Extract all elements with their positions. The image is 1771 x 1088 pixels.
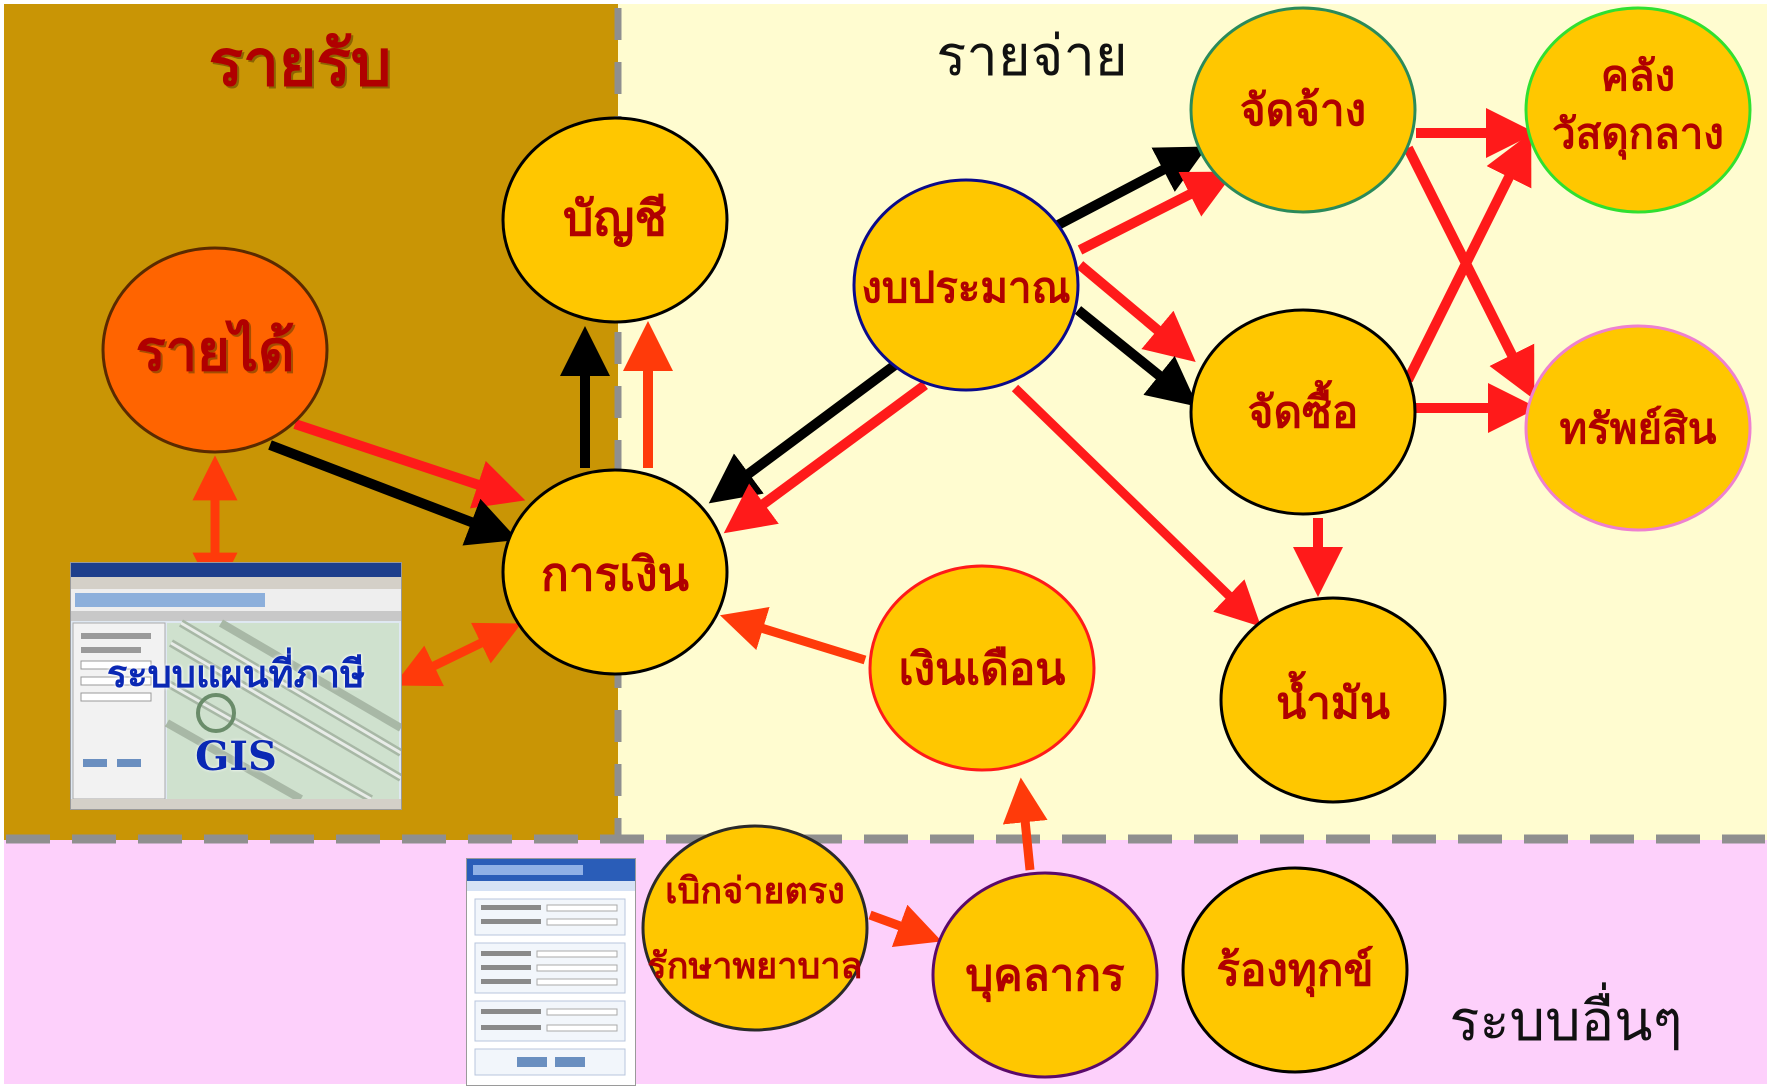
node-hire-label: จัดจ้าง [1240, 85, 1366, 136]
arrow-budget-fuel [1011, 384, 1262, 627]
node-fuel-label: น้ำมัน [1276, 670, 1390, 729]
node-finance-label: การเงิน [541, 547, 690, 601]
arrow-budget-purchase-black [1074, 306, 1198, 407]
node-revenue[interactable]: รายได้ [101, 246, 329, 454]
arrow-salary-finance [719, 607, 867, 665]
node-direct-pay[interactable]: เบิกจ่ายตรง รักษาพยาบาล [641, 824, 869, 1032]
gis-caption: ระบบแผนที่ภาษี [106, 651, 366, 696]
node-warehouse[interactable]: คลัง วัสดุกลาง [1524, 6, 1752, 214]
node-direct-pay-label-2: รักษาพยาบาล [647, 945, 862, 987]
node-budget[interactable]: งบประมาณ [852, 178, 1080, 392]
arrow-budget-hire-red [1077, 171, 1235, 255]
arrow-budget-hire-black [1055, 146, 1208, 230]
node-personnel-label: บุคลากร [965, 950, 1125, 1003]
arrow-personnel-salary [1002, 777, 1048, 871]
node-personnel[interactable]: บุคลากร [931, 871, 1159, 1079]
gis-screenshot[interactable]: ระบบแผนที่ภาษี GIS [70, 562, 402, 810]
arrow-budget-finance-red [723, 380, 928, 534]
node-fuel[interactable]: น้ำมัน [1219, 596, 1447, 804]
arrow-gis-finance [393, 622, 522, 687]
connectors [192, 108, 1539, 947]
direct-pay-screenshot[interactable] [466, 858, 636, 1086]
arrow-revenue-finance-red [293, 419, 526, 509]
arrow-directpay-personnel [868, 904, 942, 947]
node-budget-label: งบประมาณ [861, 263, 1070, 312]
node-complaint[interactable]: ร้องทุกข์ [1181, 866, 1409, 1074]
other-region [0, 840, 1771, 1088]
node-finance[interactable]: การเงิน [501, 468, 729, 676]
node-complaint-label: ร้องทุกข์ [1216, 945, 1373, 998]
arrow-purchase-warehouse [1403, 132, 1532, 383]
node-purchase-label: จัดซื้อ [1248, 379, 1359, 438]
expense-title: รายจ่าย [936, 24, 1127, 89]
node-purchase[interactable]: จัดซื้อ [1189, 308, 1417, 516]
node-warehouse-label-2: วัสดุกลาง [1552, 109, 1724, 160]
node-hire[interactable]: จัดจ้าง [1189, 6, 1417, 214]
node-salary[interactable]: เงินเดือน [868, 564, 1096, 772]
arrow-budget-purchase-red [1076, 261, 1196, 362]
income-title: รายรับ [209, 26, 392, 101]
arrow-budget-finance-black [708, 360, 898, 504]
node-assets-label: ทรัพย์สิน [1560, 404, 1717, 453]
node-account-label: บัญชี [563, 191, 667, 247]
node-warehouse-label-1: คลัง [1601, 51, 1675, 100]
other-systems-title: ระบบอื่นๆ [1449, 982, 1682, 1054]
node-salary-label: เงินเดือน [899, 644, 1066, 695]
gis-label: GIS [195, 733, 277, 780]
node-assets[interactable]: ทรัพย์สิน [1524, 324, 1752, 532]
node-direct-pay-label-1: เบิกจ่ายตรง [665, 870, 845, 912]
arrow-revenue-finance-black [268, 440, 519, 546]
node-account[interactable]: บัญชี [501, 116, 729, 324]
web-form-icon [467, 859, 635, 1076]
node-revenue-label: รายได้ [136, 318, 295, 384]
gis-map-icon [71, 563, 401, 809]
